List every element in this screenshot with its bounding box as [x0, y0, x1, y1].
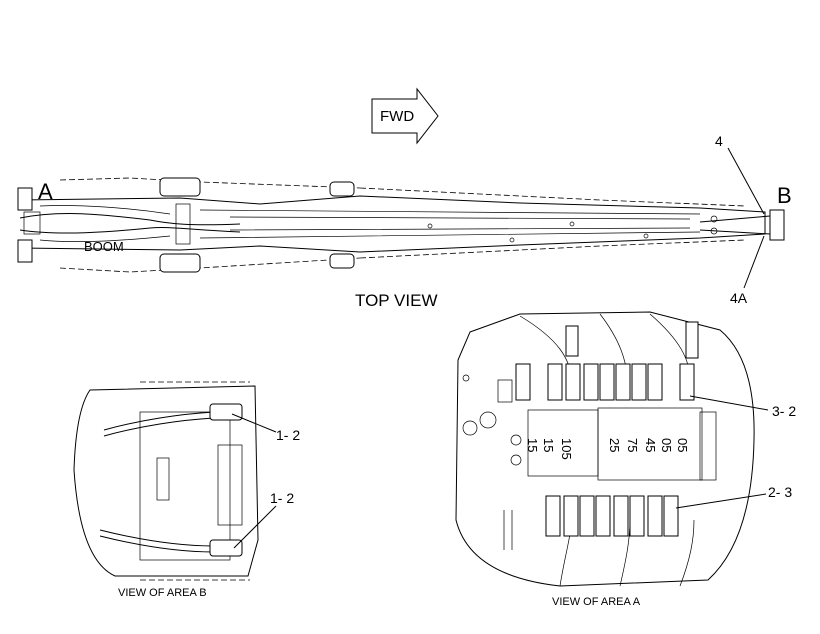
item-1-2-top-label: 1- 2 — [276, 427, 300, 443]
block-number: 05 — [659, 438, 674, 452]
block-number: 105 — [559, 438, 574, 460]
item-1-2-bottom-label: 1- 2 — [270, 490, 294, 506]
view-area-b-label: VIEW OF AREA B — [118, 587, 207, 599]
item-4-label: 4 — [715, 133, 723, 149]
block-number: 15 — [525, 438, 540, 452]
bottom-connector-row — [545, 495, 679, 537]
callout-b: B — [777, 183, 792, 208]
top-view-boom: A B BOOM 4 4A TOP VIEW — [17, 133, 792, 310]
block-number: 75 — [625, 438, 640, 452]
boom-label: BOOM — [84, 239, 124, 254]
view-area-b: 1- 2 1- 2 VIEW OF AREA B — [73, 381, 300, 599]
item-4a-label: 4A — [730, 290, 748, 306]
fwd-label: FWD — [380, 108, 414, 125]
block-numbers: 15 15 105 25 75 45 05 05 — [525, 438, 690, 460]
callout-a: A — [38, 179, 53, 204]
fwd-arrow: FWD — [371, 87, 439, 145]
block-number: 25 — [607, 438, 622, 452]
item-3-2-label: 3- 2 — [772, 403, 796, 419]
item-2-3-label: 2- 3 — [768, 484, 792, 500]
view-area-a: 15 15 105 25 75 45 05 05 — [455, 311, 796, 608]
view-area-a-label: VIEW OF AREA A — [552, 596, 641, 608]
block-number: 45 — [643, 438, 658, 452]
top-connector-row — [515, 363, 695, 401]
block-number: 05 — [675, 438, 690, 452]
block-number: 15 — [541, 438, 556, 452]
top-view-label: TOP VIEW — [355, 291, 438, 310]
